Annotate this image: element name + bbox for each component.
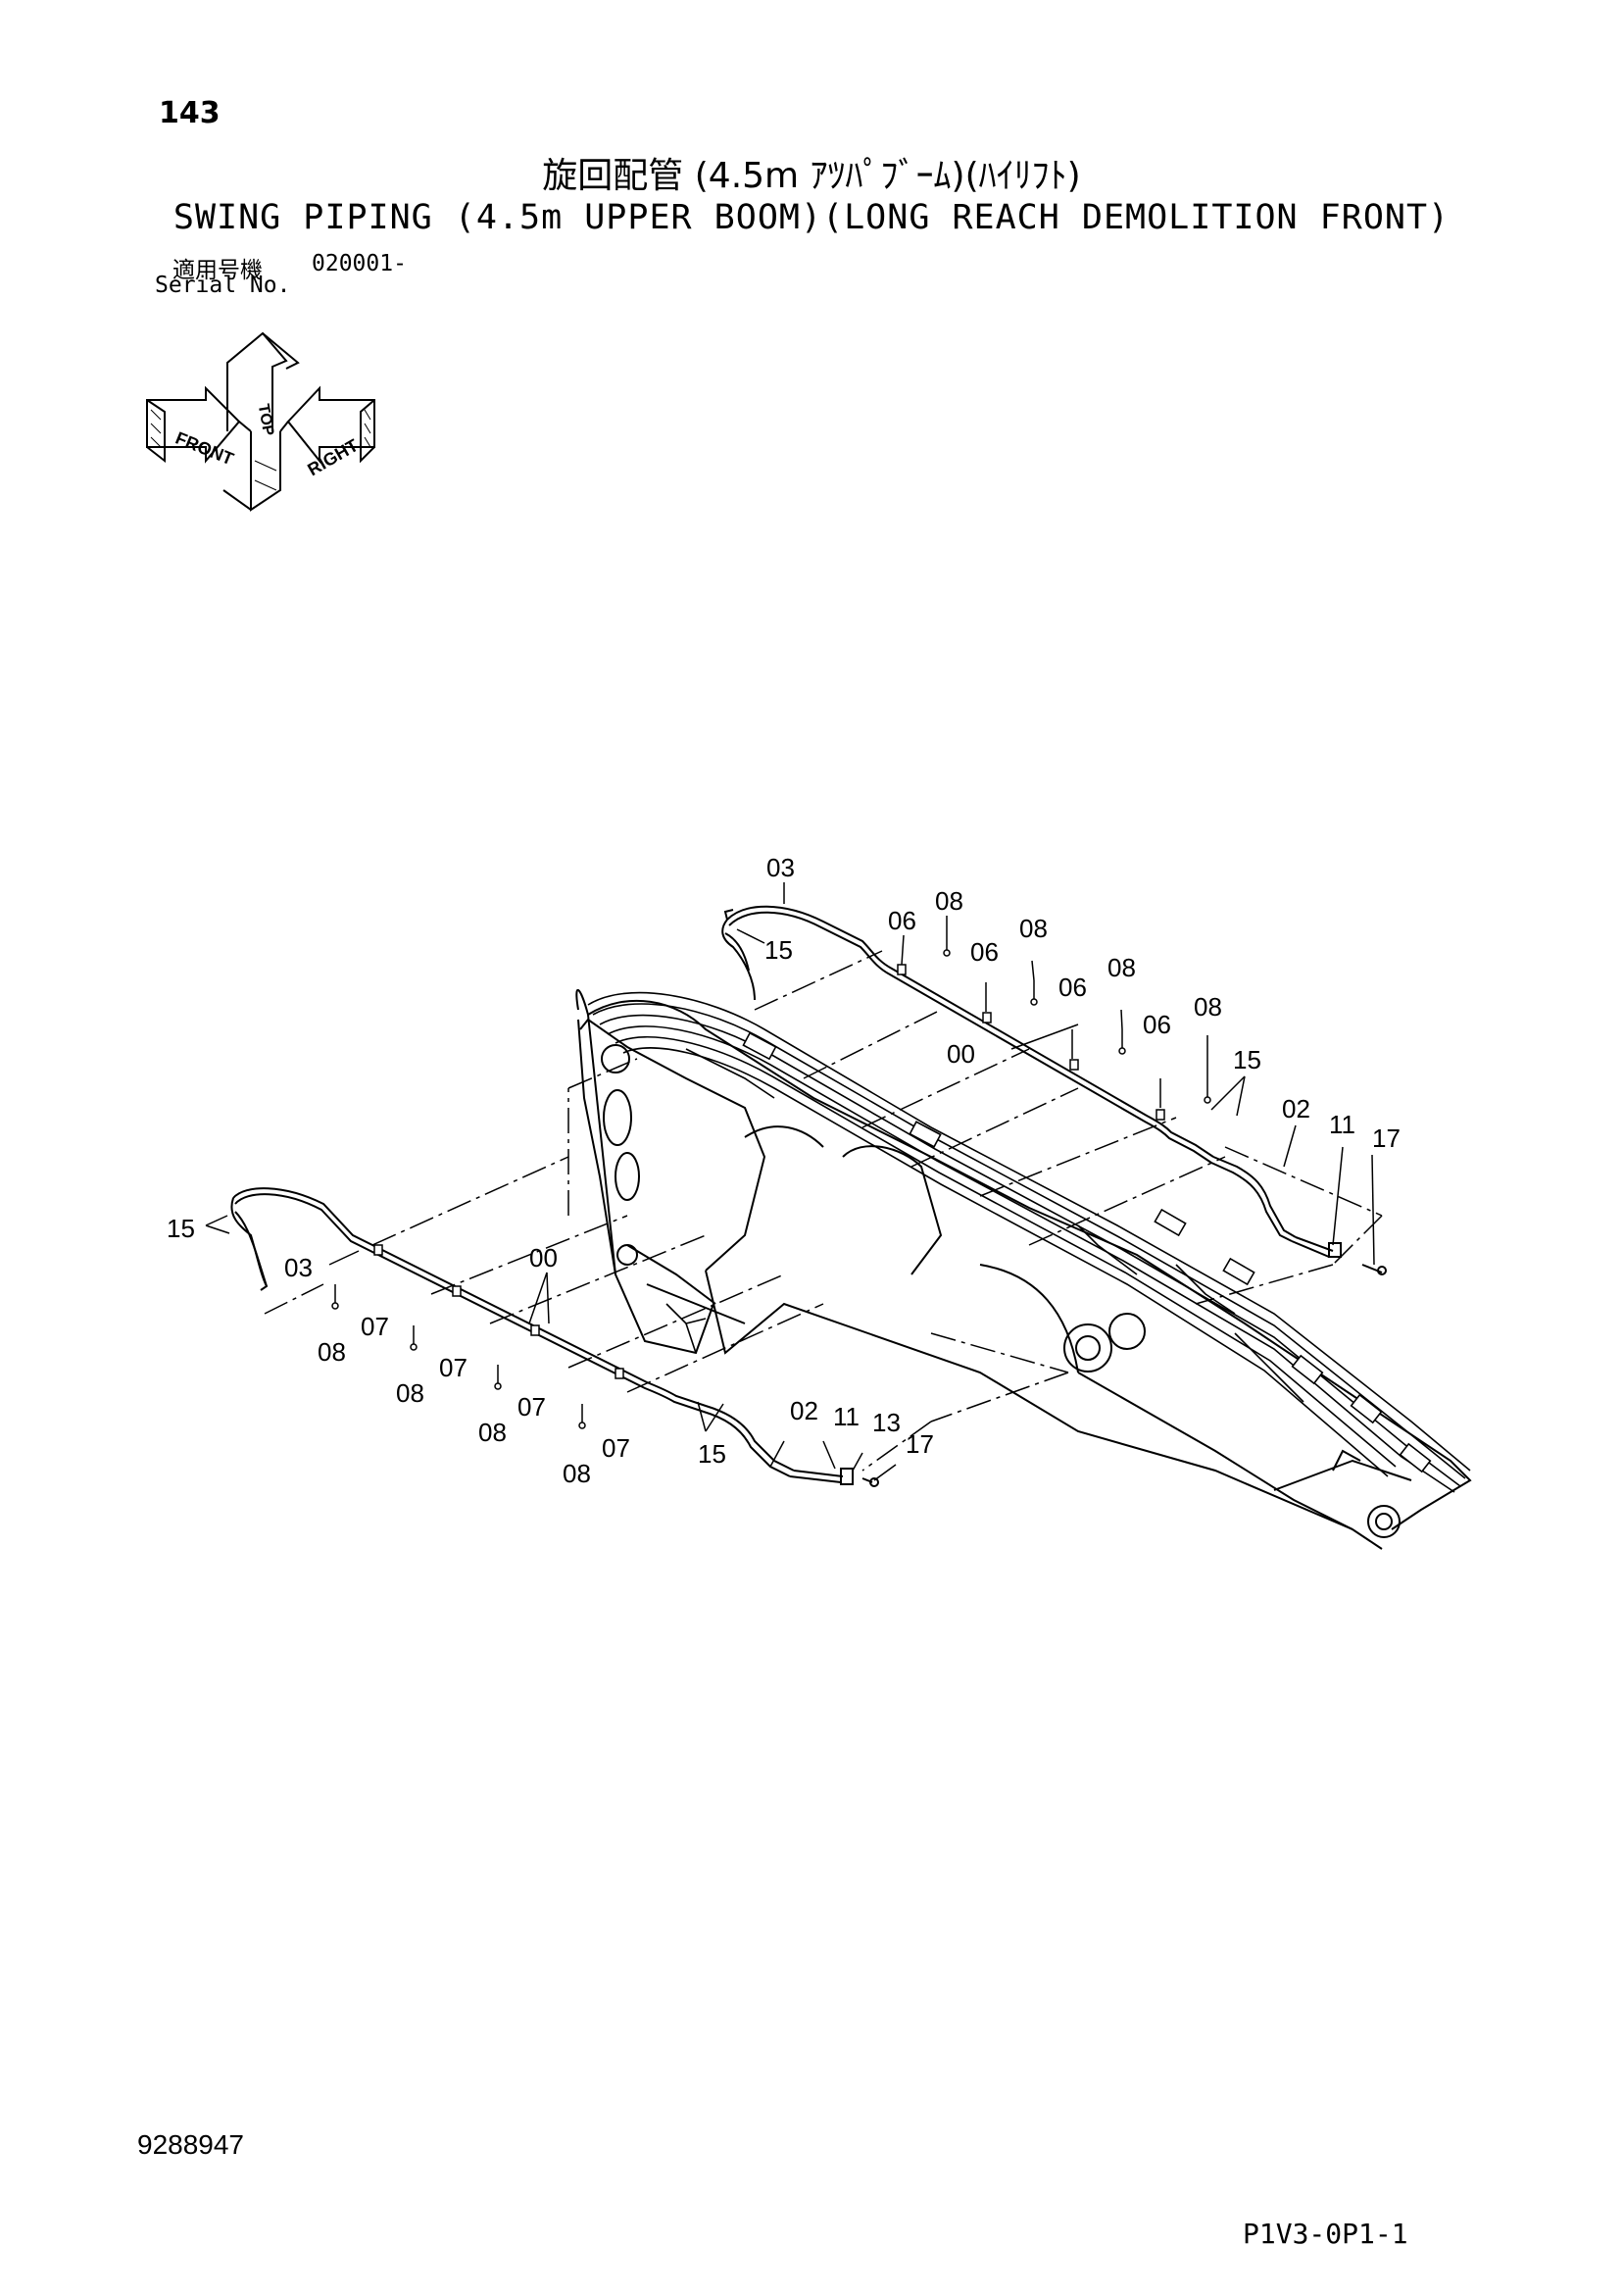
page-number: 143 bbox=[159, 96, 221, 130]
upper-pipe-assembly bbox=[721, 905, 1387, 1275]
orientation-label-right: RIGHT bbox=[304, 435, 361, 479]
callout-07-lower-d: 07 bbox=[602, 1433, 630, 1463]
callout-08-upper-a: 08 bbox=[935, 886, 963, 916]
callout-02-upper: 02 bbox=[1282, 1094, 1310, 1123]
callout-11-upper: 11 bbox=[1329, 1110, 1355, 1139]
callout-06-upper-c: 06 bbox=[1058, 973, 1087, 1002]
callout-08-lower-a: 08 bbox=[318, 1337, 346, 1367]
serial-number-value: 020001- bbox=[312, 251, 407, 276]
callout-07-lower-c: 07 bbox=[517, 1392, 546, 1422]
orientation-label-top: TOP bbox=[255, 403, 276, 437]
callout-08-upper-c: 08 bbox=[1107, 953, 1136, 982]
callout-08-lower-c: 08 bbox=[478, 1418, 507, 1447]
callout-08-lower-d: 08 bbox=[563, 1459, 591, 1488]
callout-15-lower-a: 15 bbox=[167, 1214, 195, 1243]
callout-17-lower: 17 bbox=[906, 1429, 934, 1459]
lower-pipe-assembly bbox=[230, 1187, 879, 1487]
lower-pipe-clamps bbox=[331, 1244, 624, 1429]
page-title-japanese: 旋回配管 (4.5m ｱﾂﾊﾟﾌﾞｰﾑ)(ﾊｲﾘﾌﾄ) bbox=[542, 156, 1081, 196]
callout-06-upper-b: 06 bbox=[970, 937, 999, 967]
callout-15-upper-b: 15 bbox=[1233, 1045, 1261, 1074]
page-title-english: SWING PIPING (4.5m UPPER BOOM)(LONG REAC… bbox=[172, 198, 1451, 237]
hose-bundle bbox=[587, 991, 1471, 1493]
boom-structure bbox=[575, 988, 1472, 1550]
callout-13-lower: 13 bbox=[872, 1408, 901, 1437]
callout-03-lower: 03 bbox=[284, 1253, 313, 1282]
orientation-symbol bbox=[146, 331, 375, 512]
serial-label-japanese: 適用号機 bbox=[172, 258, 263, 283]
callout-11-lower: 11 bbox=[833, 1402, 860, 1431]
callout-02-lower: 02 bbox=[790, 1396, 818, 1425]
callout-08-upper-b: 08 bbox=[1019, 914, 1048, 943]
callout-06-upper-a: 06 bbox=[888, 906, 916, 935]
callout-07-lower-a: 07 bbox=[361, 1312, 389, 1341]
callout-08-lower-b: 08 bbox=[396, 1378, 424, 1408]
assembly-guide-lines bbox=[264, 950, 1383, 1472]
callout-labels: 03 08 06 08 15 06 08 06 08 00 06 08 15 0… bbox=[167, 853, 1401, 1488]
callout-07-lower-b: 07 bbox=[439, 1353, 467, 1382]
document-number: 9288947 bbox=[137, 2129, 245, 2160]
upper-pipe-clamps bbox=[897, 931, 1211, 1121]
hose-clamps bbox=[742, 1031, 1432, 1473]
callout-03-upper: 03 bbox=[766, 853, 795, 882]
orientation-label-front: FRONT bbox=[172, 428, 236, 470]
callout-00-upper: 00 bbox=[947, 1039, 975, 1069]
callout-08-upper-d: 08 bbox=[1194, 992, 1222, 1022]
callout-00-lower: 00 bbox=[529, 1243, 558, 1273]
callout-15-lower-b: 15 bbox=[698, 1439, 726, 1469]
callout-leaders bbox=[205, 882, 1375, 1481]
serial-label-english: Serial No. bbox=[155, 273, 291, 298]
callout-06-upper-d: 06 bbox=[1143, 1010, 1171, 1039]
callout-17-upper: 17 bbox=[1372, 1123, 1401, 1153]
page-code: P1V3-0P1-1 bbox=[1243, 2218, 1408, 2250]
callout-15-upper-a: 15 bbox=[764, 935, 793, 965]
